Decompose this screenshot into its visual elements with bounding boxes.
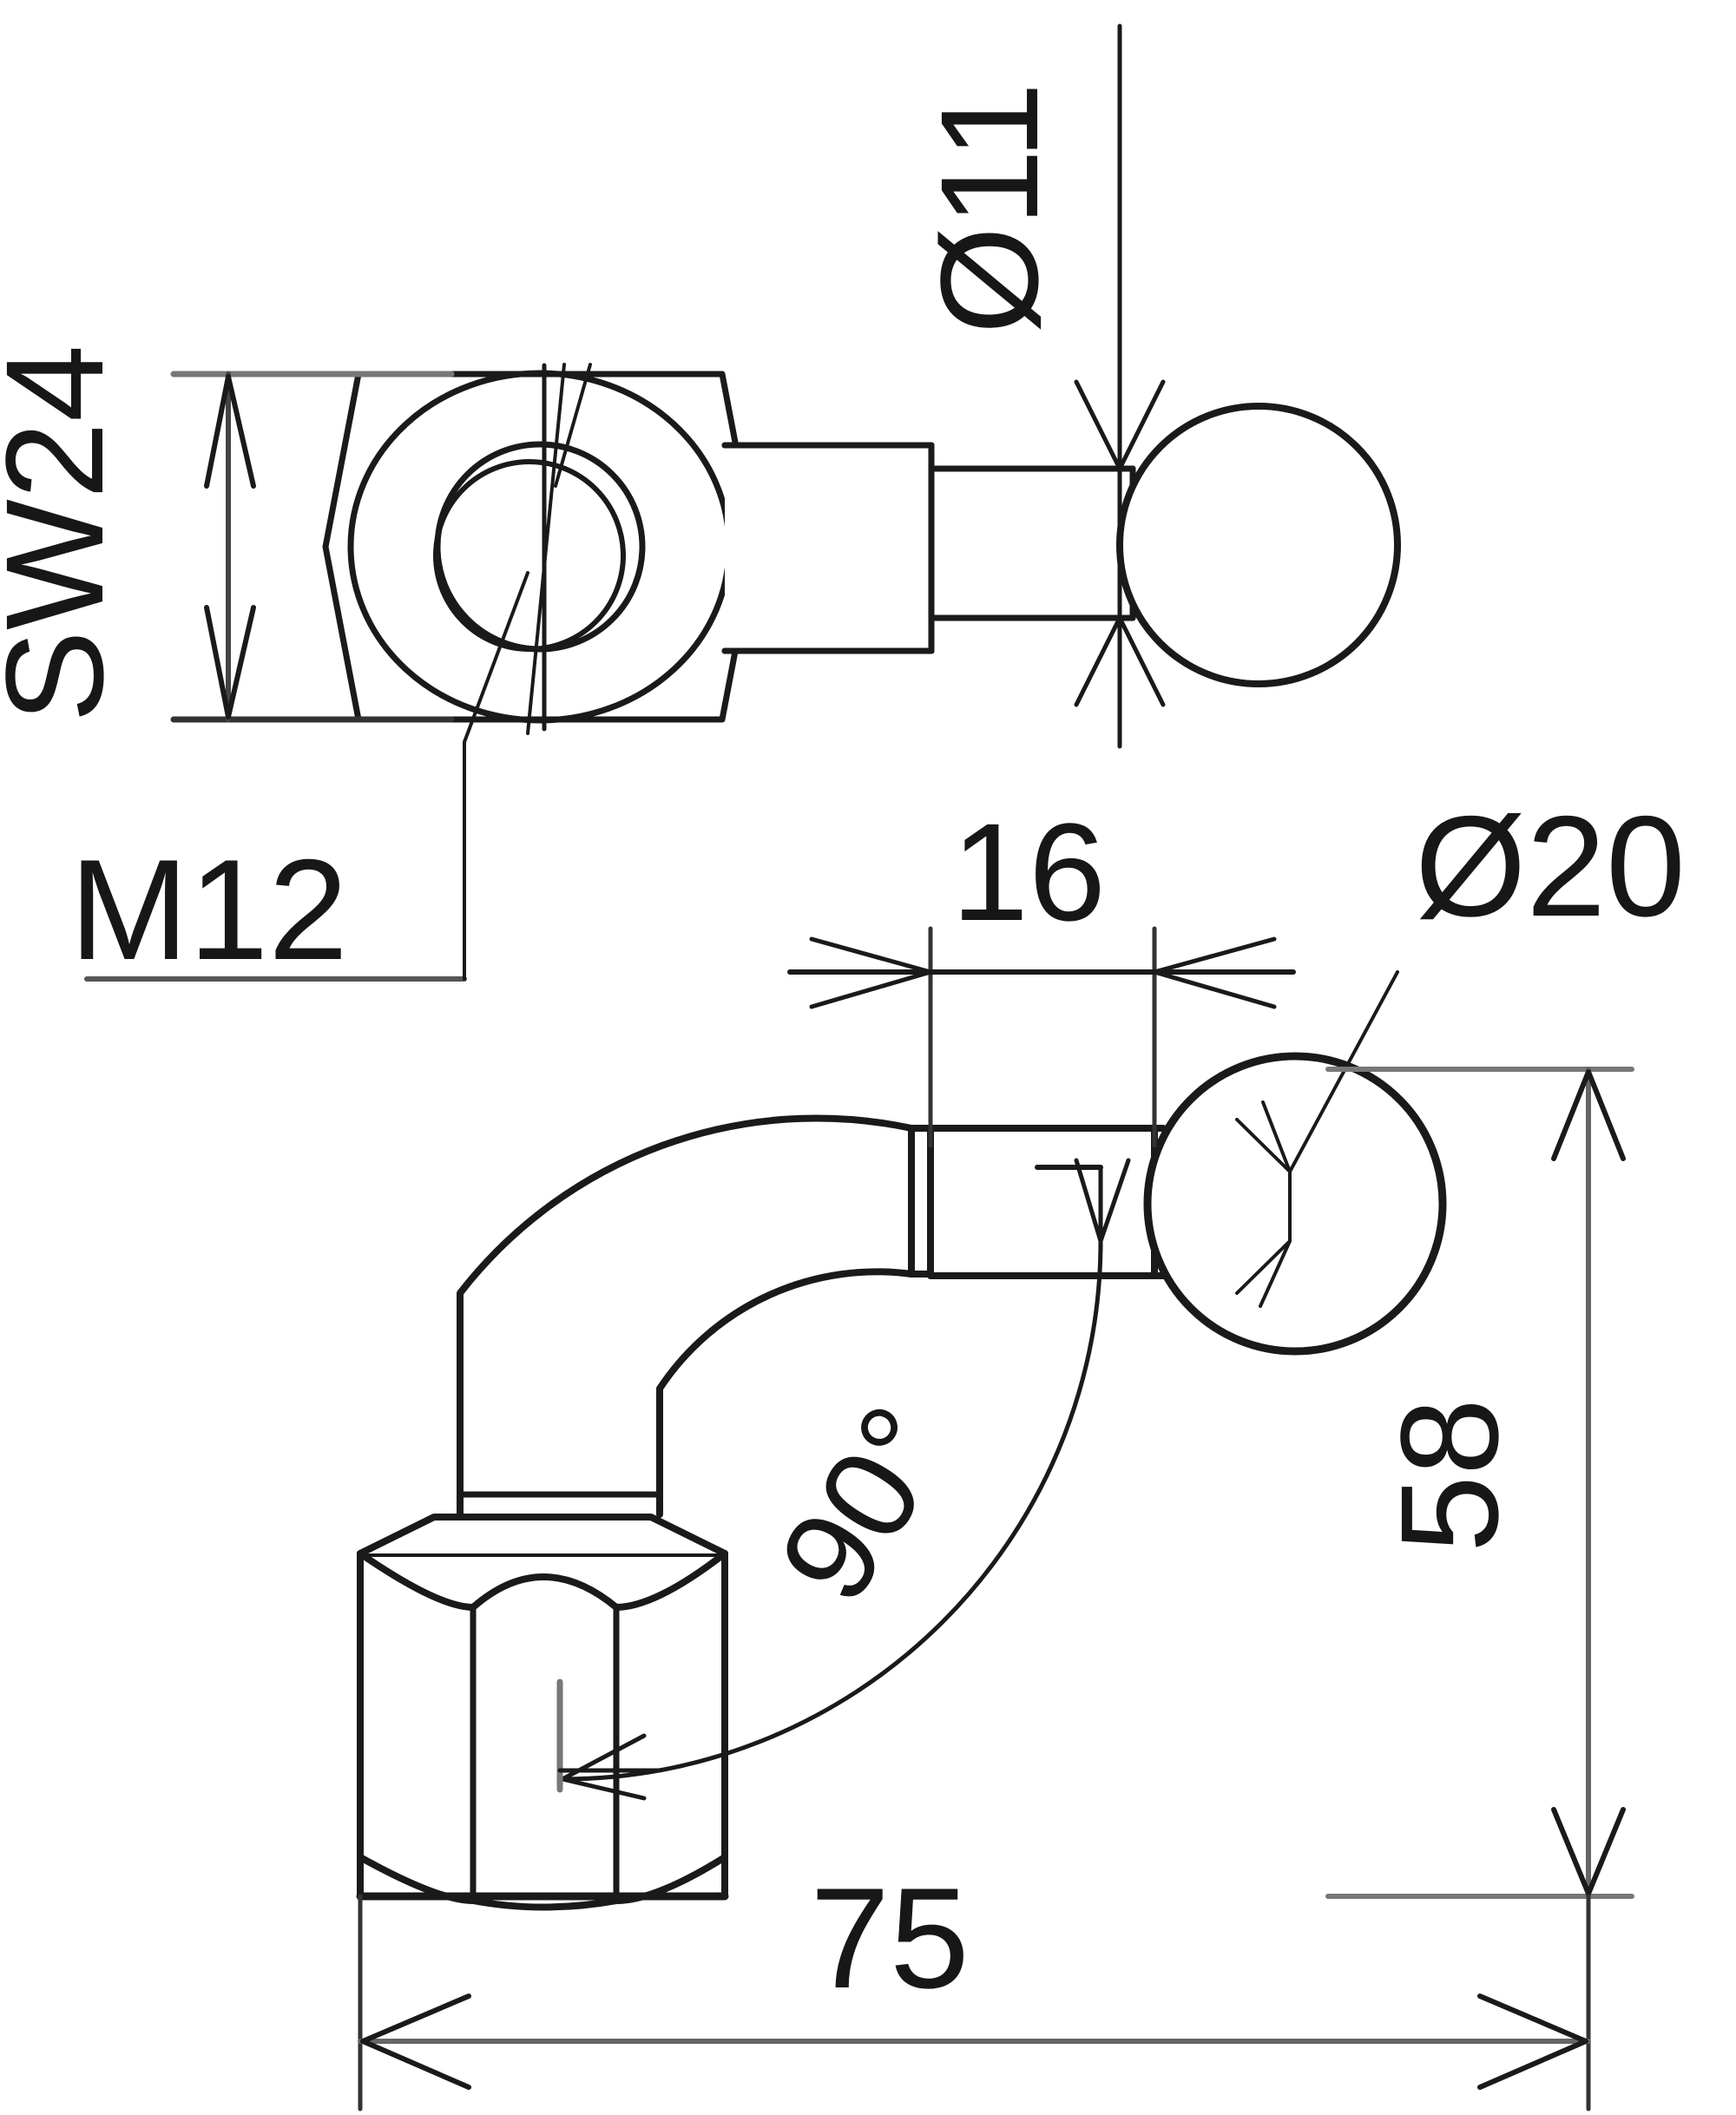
m12-label: M12 <box>69 830 348 989</box>
m12-leader-line <box>463 571 529 744</box>
elbow-outer-arc <box>457 1114 915 1501</box>
d58-arrow-bottom <box>1551 1807 1626 1896</box>
side-view-group <box>356 926 1634 2112</box>
d16-arrow-right <box>1152 936 1277 1009</box>
d75-arrow-left <box>360 1993 471 2090</box>
d11-arrow-top <box>1074 379 1166 471</box>
thread-minor-circle <box>433 459 626 652</box>
d16-arrow-left <box>809 936 933 1009</box>
hexnut-bottom-arc-mid <box>470 1897 620 1911</box>
d58-label: 58 <box>1371 1398 1527 1553</box>
d20-label: Ø20 <box>1415 786 1686 946</box>
thread-centerline-b <box>554 363 592 488</box>
d75-arrow-right <box>1477 1993 1588 2090</box>
angle-90-arc <box>560 1238 1103 1782</box>
hexnut-chamfer-arc-left <box>357 1550 477 1611</box>
sw24-label: SW24 <box>0 345 132 723</box>
d11-label: Ø11 <box>911 82 1067 335</box>
sw24-arrow-top <box>204 374 256 489</box>
hexnut-chamfer-arc-right <box>613 1550 728 1611</box>
hexnut-chamfer-arc-mid <box>470 1573 620 1611</box>
hexnut-side-body <box>357 1550 728 1900</box>
elbow-inner-arc <box>656 1268 915 1496</box>
ball-neck-top <box>928 465 1136 621</box>
d58-arrow-top <box>1551 1069 1626 1161</box>
hexnut-top-chamfer <box>357 1514 728 1557</box>
sw24-arrow-bottom <box>204 605 256 719</box>
ball-sphere-side <box>1143 1052 1447 1356</box>
top-view-group <box>84 23 1401 982</box>
shank-neck-side <box>927 1125 1158 1279</box>
d11-arrow-bottom <box>1074 615 1166 707</box>
d75-label: 75 <box>810 1858 970 2018</box>
ball-sphere-top <box>1116 403 1401 687</box>
shank-wide-body <box>721 442 935 654</box>
d16-label: 16 <box>951 794 1106 949</box>
